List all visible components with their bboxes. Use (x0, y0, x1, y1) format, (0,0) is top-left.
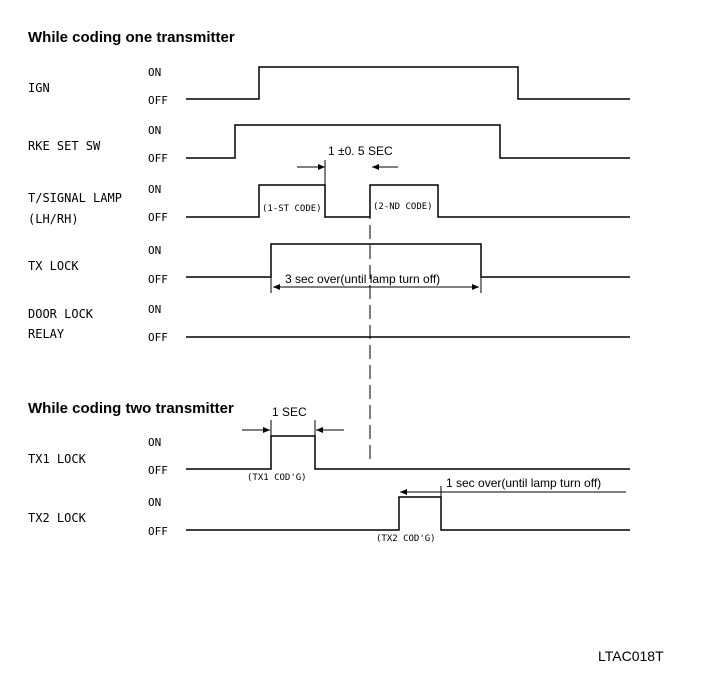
signal-label-ign: IGN (28, 81, 50, 95)
txlock-on-label: ON (148, 244, 161, 257)
lamp-on-label: ON (148, 183, 161, 196)
lamp-off-label: OFF (148, 211, 168, 224)
section2-title: While coding two transmitter (28, 400, 234, 417)
rke-set-sw-waveform (186, 124, 630, 159)
tx1-on-label: ON (148, 436, 161, 449)
ign-waveform (186, 66, 630, 100)
ign-off-label: OFF (148, 94, 168, 107)
t-signal-lamp-waveform (186, 184, 630, 218)
signal-label-tx-lock: TX LOCK (28, 259, 79, 273)
one-sec-over-annotation: 1 sec over(until lamp turn off) (446, 476, 601, 490)
tx1-code-label: (TX1 COD'G) (247, 473, 307, 483)
section1-title: While coding one transmitter (28, 29, 235, 46)
ign-on-label: ON (148, 66, 161, 79)
one-sec-annotation: 1 SEC (272, 405, 307, 419)
tx2-off-label: OFF (148, 525, 168, 538)
relay-off-label: OFF (148, 331, 168, 344)
tx2-lock-waveform (186, 496, 630, 531)
signal-label-tx1-lock: TX1 LOCK (28, 452, 87, 466)
signal-label-tx2-lock: TX2 LOCK (28, 511, 87, 525)
relay-on-label: ON (148, 303, 161, 316)
tx1-lock-waveform (186, 435, 630, 470)
signal-label-t-signal-lamp: T/SIGNAL LAMP (28, 191, 122, 205)
tx2-on-label: ON (148, 496, 161, 509)
signal-label-relay: RELAY (28, 327, 65, 341)
gap-annotation: 1 ±0. 5 SEC (328, 144, 393, 158)
tx2-code-label: (TX2 COD'G) (376, 534, 436, 544)
rke-on-label: ON (148, 124, 161, 137)
first-code-label: (1-ST CODE) (262, 204, 322, 214)
signal-label-door-lock: DOOR LOCK (28, 307, 94, 321)
tx1-off-label: OFF (148, 464, 168, 477)
figure-reference: LTAC018T (598, 648, 664, 664)
txlock-off-label: OFF (148, 273, 168, 286)
second-code-label: (2-ND CODE) (373, 202, 433, 212)
three-sec-annotation: 3 sec over(until lamp turn off) (285, 272, 440, 286)
signal-label-t-signal-lamp-sub: (LH/RH) (28, 212, 79, 226)
tx-lock-waveform (186, 243, 630, 278)
rke-off-label: OFF (148, 152, 168, 165)
signal-label-rke-set-sw: RKE SET SW (28, 139, 101, 153)
